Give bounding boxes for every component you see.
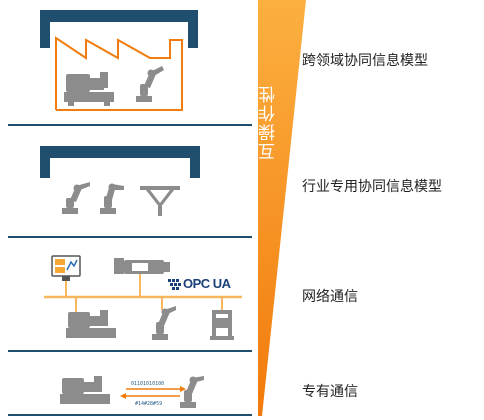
layer-label-cross-domain: 跨领域协同信息模型 (302, 53, 428, 69)
layer-4-proprietary-illustration (60, 376, 204, 408)
layer-label-industry-specific: 行业专用协同信息模型 (302, 179, 442, 195)
layer-3-network-illustration (44, 255, 242, 340)
layer-divider (8, 236, 252, 238)
opc-ua-logo-text: OPC UA (183, 276, 231, 291)
interoperability-label: 互操作性 (259, 84, 279, 160)
interoperability-wedge (258, 0, 306, 416)
bitstream-top: 01101010100 (131, 381, 165, 387)
layer-divider (8, 350, 252, 352)
opc-ua-logo-mark (168, 279, 181, 290)
layer-divider (8, 414, 252, 416)
layer-label-network-communication: 网络通信 (302, 289, 358, 305)
layer-label-proprietary-communication: 专有通信 (302, 384, 358, 400)
bitstream-bottom: #14#28#59 (135, 401, 163, 407)
layer-2-industry-illustration (40, 146, 200, 216)
layer-divider (8, 124, 252, 126)
layer-1-factory-illustration (40, 10, 198, 111)
